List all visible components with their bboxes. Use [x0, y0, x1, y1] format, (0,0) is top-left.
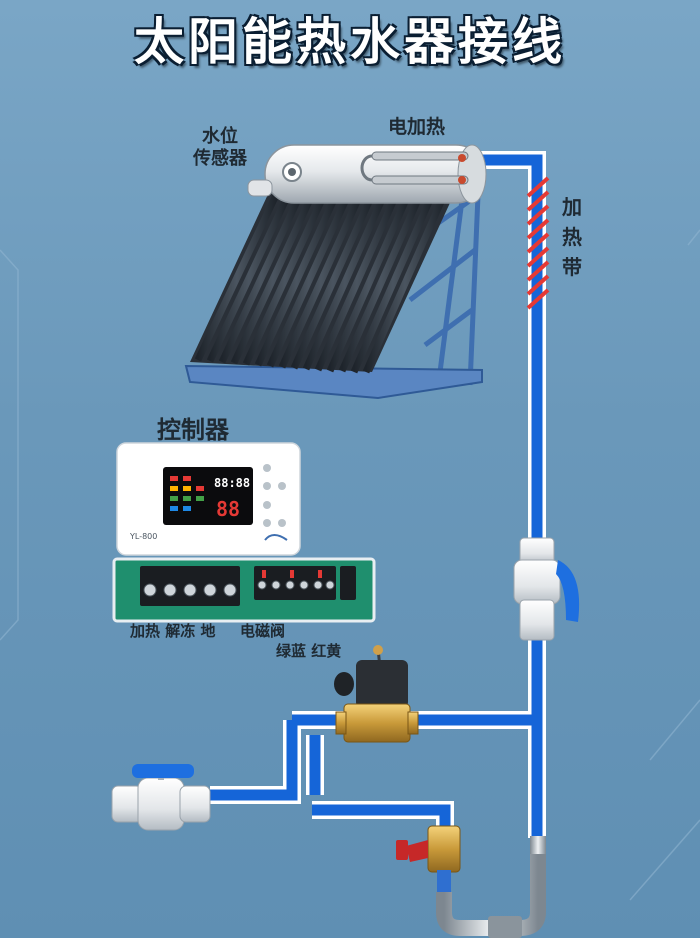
terminal-block-icon [112, 557, 376, 623]
heat-belt-icon [526, 176, 550, 310]
ball-valve-icon [513, 537, 580, 641]
controller-display-top: 88:88 [214, 476, 250, 490]
solar-water-heater-icon [184, 144, 487, 400]
controller-label: 控制器 [157, 416, 229, 444]
electric-heater-icon [360, 151, 469, 185]
terminal-left-label: 加热 解冻 地 [130, 622, 216, 640]
controller-display-bottom: 88 [216, 497, 240, 521]
controller-model: YL-800 [129, 532, 157, 541]
solenoid-valve-icon [334, 645, 419, 743]
water-level-sensor-label: 水位 传感器 [193, 126, 247, 169]
controller-icon [116, 442, 301, 556]
inlet-valve-icon [111, 764, 211, 831]
page-title: 太阳能热水器接线 [134, 13, 566, 71]
heating-belt-label: 加 热 带 [562, 195, 582, 279]
wire-colors-label: 绿蓝 红黄 [276, 642, 342, 660]
background-decoration [0, 229, 700, 901]
electric-heating-label: 电加热 [388, 116, 446, 138]
terminal-right-label: 电磁阀 [240, 622, 286, 640]
safety-valve-icon [396, 825, 546, 938]
